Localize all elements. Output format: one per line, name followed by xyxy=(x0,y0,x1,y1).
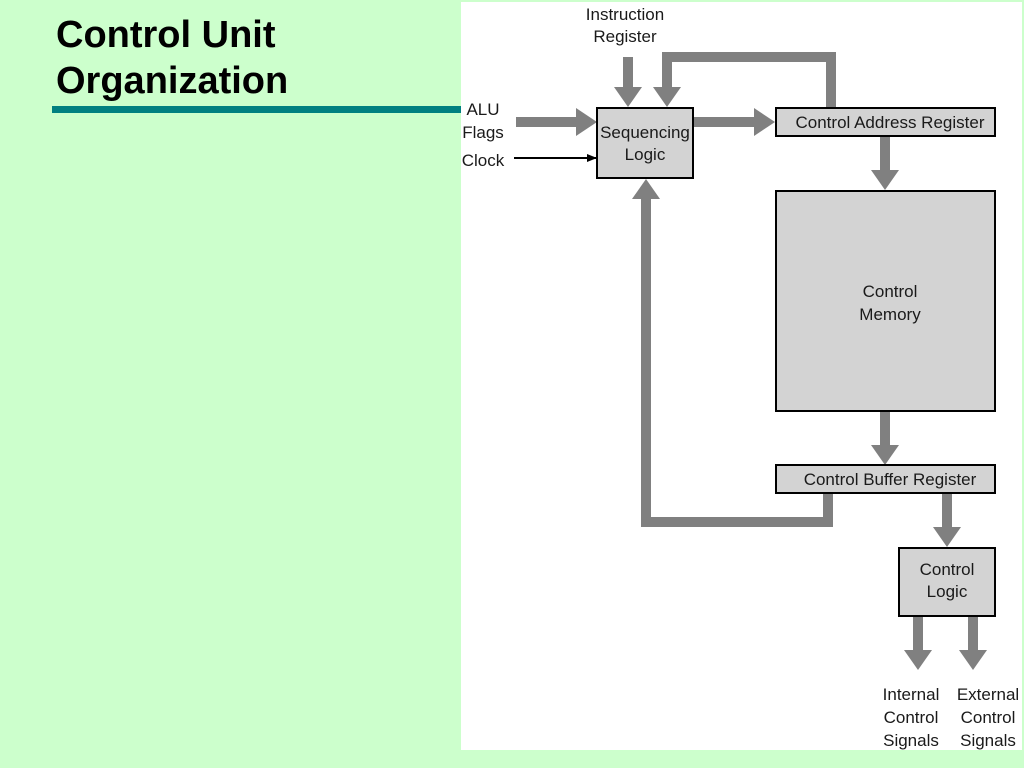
instruction-register-label-line-2: Register xyxy=(593,27,657,46)
alu-flags-label-line-2: Flags xyxy=(462,123,504,142)
instruction-register-label-line-1: Instruction xyxy=(586,5,664,24)
arrow-internal-signals xyxy=(904,617,932,670)
title-underline xyxy=(52,106,462,113)
control-buffer-register-block xyxy=(775,464,996,494)
control-memory-block xyxy=(775,190,996,412)
arrow-cbr-feedback-to-sequencing xyxy=(632,179,833,527)
control-logic-label-line-2: Logic xyxy=(927,582,968,601)
arrow-sequencing-to-car xyxy=(694,108,775,136)
external-signals-label-line-2: Control xyxy=(961,708,1016,727)
internal-signals-label-line-2: Control xyxy=(884,708,939,727)
slide-title-line-2: Organization xyxy=(56,60,289,102)
sequencing-logic-label-line-2: Logic xyxy=(625,145,666,164)
internal-signals-label-line-3: Signals xyxy=(883,731,939,750)
internal-signals-label-line-1: Internal xyxy=(883,685,940,704)
arrow-memory-to-cbr xyxy=(871,411,899,465)
control-buffer-register-label: Control Buffer Register xyxy=(804,470,977,489)
arrow-external-signals xyxy=(959,617,987,670)
sequencing-logic-label-line-1: Sequencing xyxy=(600,123,690,142)
external-signals-label-line-3: Signals xyxy=(960,731,1016,750)
alu-flags-label-line-1: ALU xyxy=(466,100,499,119)
control-logic-label-line-1: Control xyxy=(920,560,975,579)
arrow-car-feedback-to-sequencing xyxy=(653,52,836,108)
slide-title: Control Unit Organization xyxy=(56,12,288,104)
sequencing-logic-block xyxy=(596,107,694,179)
external-signals-label-line-1: External xyxy=(957,685,1019,704)
clock-label: Clock xyxy=(462,151,505,170)
control-address-register-label: Control Address Register xyxy=(796,113,985,132)
control-address-register-block xyxy=(775,107,996,137)
control-memory-label-line-1: Control xyxy=(863,282,918,301)
control-logic-block xyxy=(898,547,996,617)
arrow-car-to-memory xyxy=(871,137,899,190)
arrow-cbr-to-control-logic xyxy=(933,493,961,547)
arrow-alu-flags-to-sequencing xyxy=(516,108,597,136)
control-memory-label-line-2: Memory xyxy=(859,305,921,324)
arrow-instruction-to-sequencing xyxy=(614,57,642,107)
slide-title-line-1: Control Unit xyxy=(56,14,276,56)
